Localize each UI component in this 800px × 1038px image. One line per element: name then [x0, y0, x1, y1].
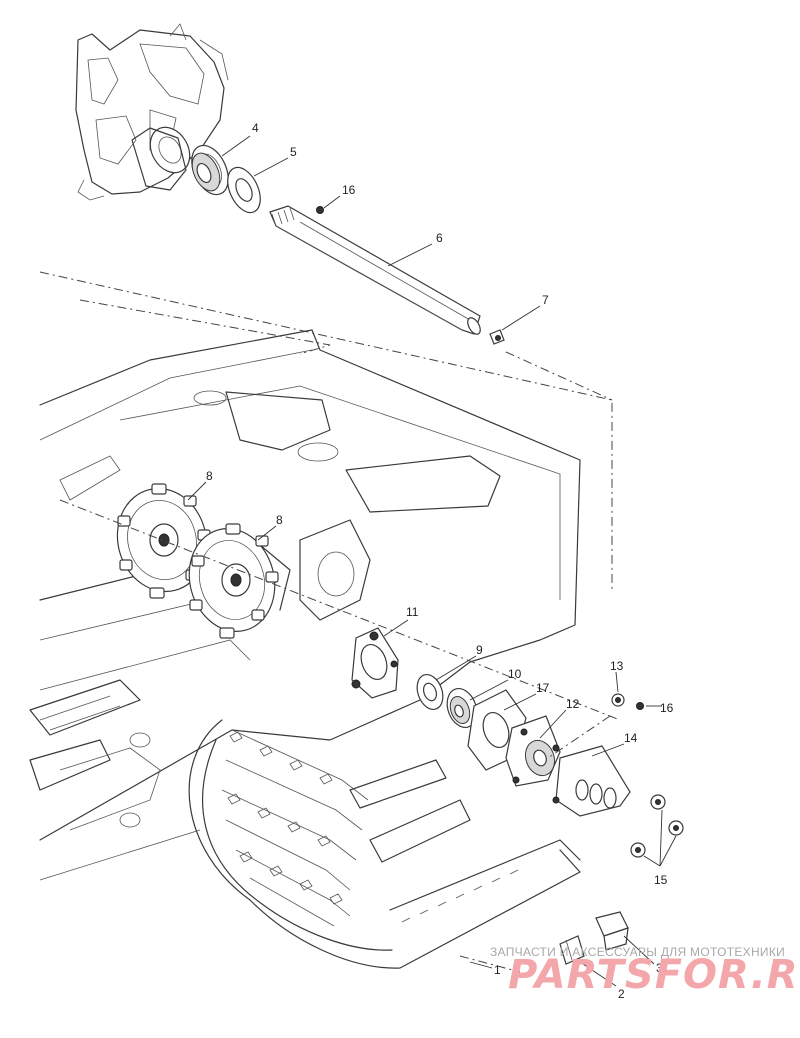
track-1	[188, 719, 581, 969]
clip-2	[559, 935, 585, 965]
callout-6: 6	[436, 231, 443, 245]
callout-15: 15	[654, 873, 668, 887]
callout-8-right: 8	[276, 513, 283, 527]
callout-16-right: 16	[660, 701, 674, 715]
tunnel-phantom-outline	[39, 271, 613, 590]
flange-12	[505, 715, 561, 787]
callout-13: 13	[610, 659, 624, 673]
chaincase-housing	[75, 23, 229, 201]
screw-16-top	[316, 206, 324, 214]
seal-5	[227, 166, 261, 214]
callout-2: 2	[618, 987, 625, 1001]
callout-17: 17	[536, 681, 550, 695]
frame-tunnel	[29, 329, 581, 881]
bracket-14	[552, 745, 631, 817]
seal-9	[416, 673, 444, 711]
callout-labels: 4 5 16 6 7 8 8 11 9 10 17 12 13 16 14 15…	[206, 121, 674, 1001]
callout-16-top: 16	[342, 183, 356, 197]
callout-12: 12	[566, 697, 580, 711]
callout-5: 5	[290, 145, 297, 159]
callout-1: 1	[494, 963, 501, 977]
nut-13	[611, 693, 625, 707]
callout-10: 10	[508, 667, 522, 681]
callout-11: 11	[406, 605, 419, 619]
watermark: ЗАПЧАСТИ И АКСЕССУАРЫ ДЛЯ МОТОТЕХНИКИ PA…	[490, 945, 800, 998]
bearing-housing-11	[351, 627, 399, 699]
plug-7	[489, 329, 505, 345]
drive-axle-6	[269, 205, 481, 335]
track-dash	[459, 955, 521, 973]
bracket-dash	[547, 715, 611, 759]
bearing-10	[446, 688, 478, 728]
sprocket-8-right	[188, 523, 279, 639]
bearing-4	[191, 144, 229, 196]
callout-4: 4	[252, 121, 259, 135]
callout-3: 3	[656, 961, 663, 975]
watermark-logo: PARTSFOR.RU	[508, 952, 800, 998]
axle-centerline	[59, 499, 621, 721]
leader-lines	[187, 135, 677, 987]
callout-9: 9	[476, 643, 483, 657]
nuts-15	[630, 794, 684, 858]
screw-16-right	[636, 702, 644, 710]
callout-14: 14	[624, 731, 638, 745]
watermark-tagline: ЗАПЧАСТИ И АКСЕССУАРЫ ДЛЯ МОТОТЕХНИКИ	[490, 945, 785, 959]
clip-3	[595, 911, 629, 951]
callout-7: 7	[542, 293, 549, 307]
callout-8-left: 8	[206, 469, 213, 483]
